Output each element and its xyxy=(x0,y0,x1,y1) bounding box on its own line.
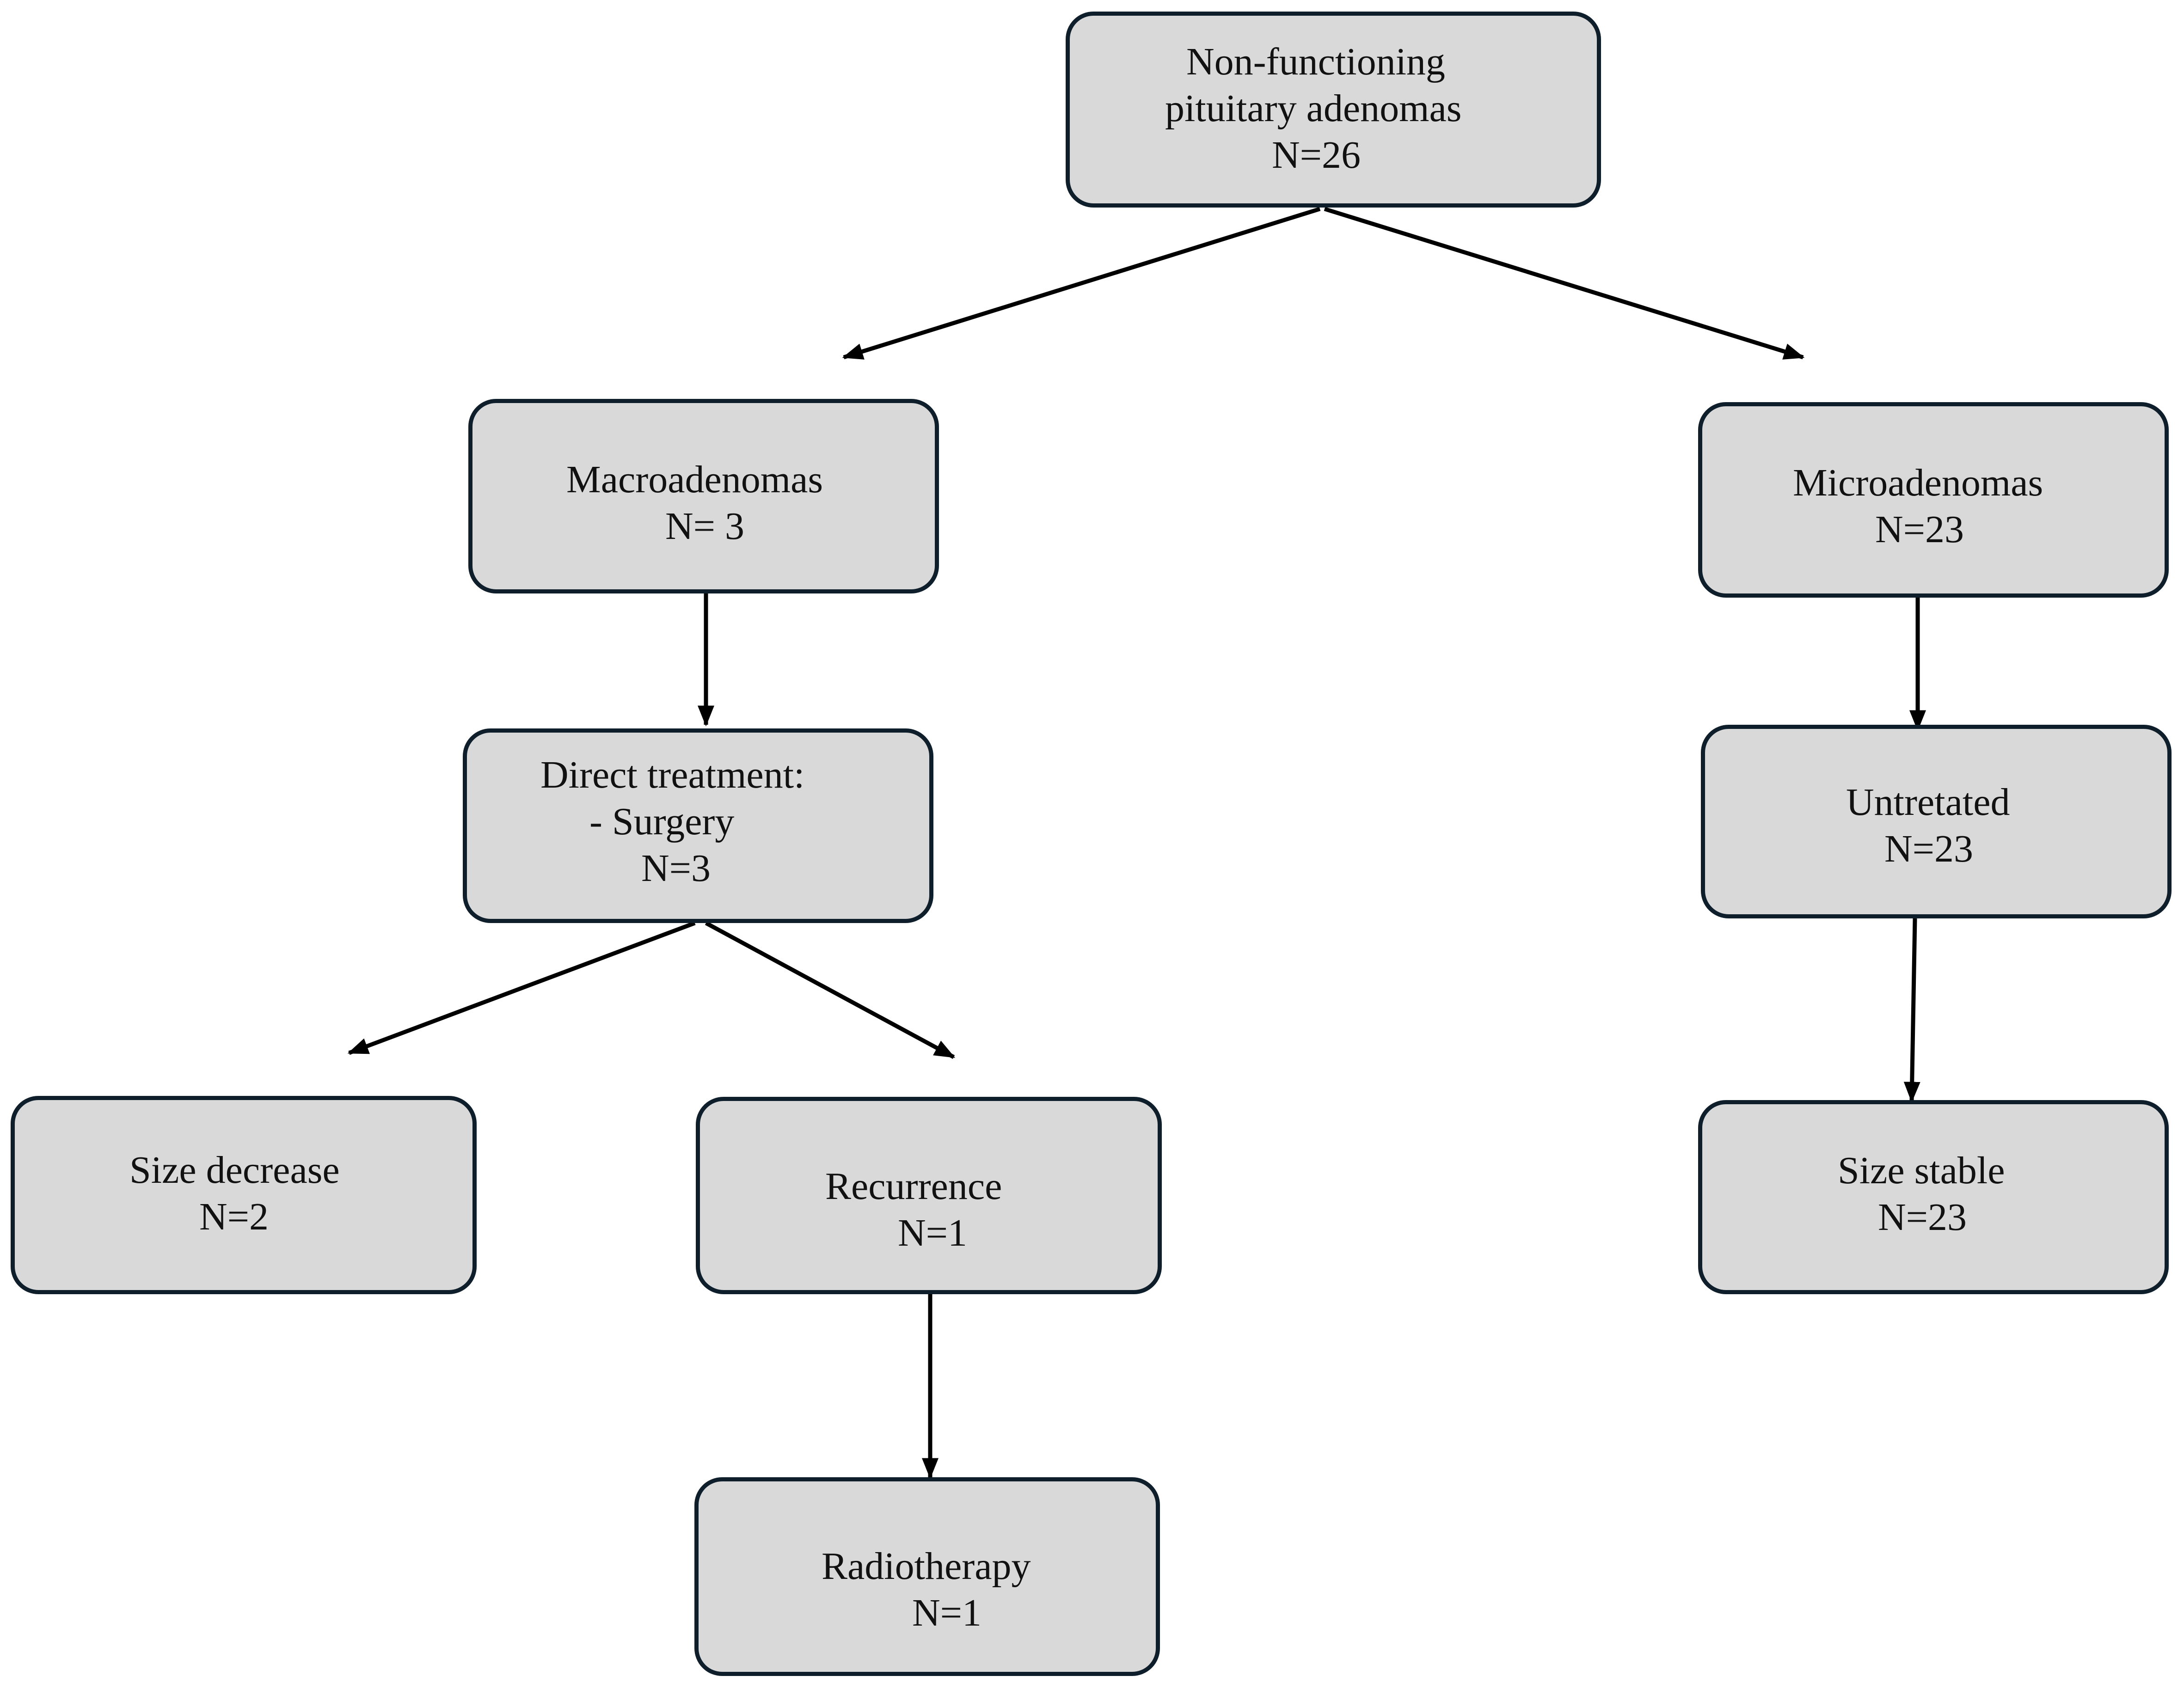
root-line-1: Non-functioning xyxy=(1186,40,1445,83)
box-microadenomas: Microadenomas N=23 xyxy=(1698,402,2169,598)
box-direct-treatment-surgery: Direct treatment: - Surgery N=3 xyxy=(463,728,933,923)
micro-line-2: N=23 xyxy=(1875,508,1964,551)
arrow-untreated-to-size-stable xyxy=(1903,918,1920,1103)
arrow-root-to-macro xyxy=(842,207,1321,360)
box-non-functioning-pituitary-adenomas: Non-functioning pituitary adenomas N=26 xyxy=(1066,12,1601,208)
root-line-2: pituitary adenomas xyxy=(1165,87,1462,130)
size-decrease-line-2: N=2 xyxy=(199,1195,269,1238)
box-macroadenomas: Macroadenomas N= 3 xyxy=(468,399,939,593)
box-untreated: Untretated N=23 xyxy=(1701,725,2172,918)
direct-line-2: - Surgery xyxy=(589,800,735,843)
arrow-root-to-micro xyxy=(1324,207,1805,360)
macro-line-2: N= 3 xyxy=(665,505,745,548)
direct-line-1: Direct treatment: xyxy=(540,753,805,796)
size-stable-line-2: N=23 xyxy=(1878,1196,1967,1239)
radiotherapy-line-1: Radiotherapy xyxy=(822,1545,1031,1588)
recurrence-line-1: Recurrence xyxy=(825,1165,1002,1208)
arrow-direct-to-size-decrease xyxy=(347,921,696,1055)
recurrence-line-2: N=1 xyxy=(898,1211,968,1254)
box-radiotherapy: Radiotherapy N=1 xyxy=(694,1477,1160,1676)
arrow-direct-to-recurrence xyxy=(705,921,956,1059)
untreated-line-1: Untretated xyxy=(1846,781,2010,824)
size-stable-line-1: Size stable xyxy=(1838,1149,2005,1192)
untreated-line-2: N=23 xyxy=(1884,827,1974,870)
root-line-3: N=26 xyxy=(1272,134,1361,177)
size-decrease-line-1: Size decrease xyxy=(129,1149,340,1192)
micro-line-1: Microadenomas xyxy=(1793,461,2043,504)
radiotherapy-line-2: N=1 xyxy=(912,1591,982,1634)
box-recurrence: Recurrence N=1 xyxy=(696,1097,1162,1294)
box-size-decrease: Size decrease N=2 xyxy=(11,1096,477,1294)
box-size-stable: Size stable N=23 xyxy=(1698,1100,2169,1294)
macro-line-1: Macroadenomas xyxy=(566,458,823,501)
direct-line-3: N=3 xyxy=(641,847,711,890)
